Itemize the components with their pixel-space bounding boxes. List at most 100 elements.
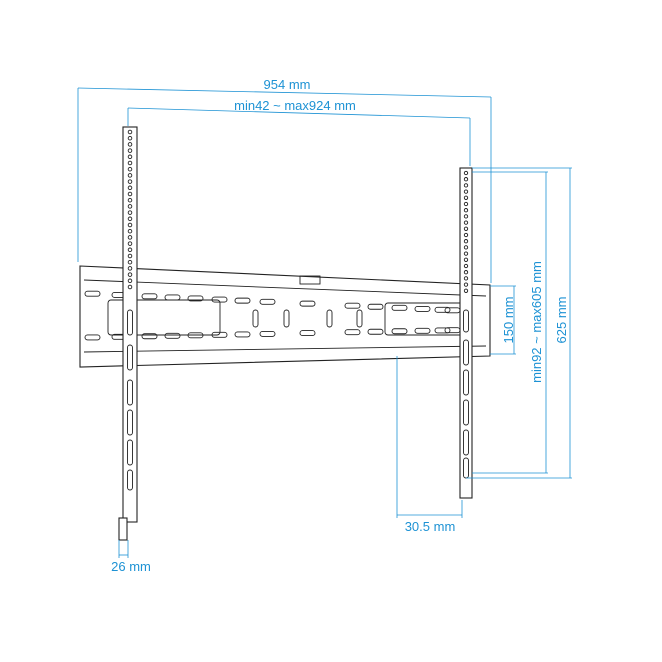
plate-slot (391, 304, 408, 311)
right-arm (459, 167, 473, 499)
mount-hole (463, 208, 469, 213)
wall-plate (79, 265, 491, 368)
arm-slot (127, 409, 133, 436)
mount-hole (127, 204, 133, 209)
plate-slot (211, 331, 228, 338)
vertical-range-label: min92 ~ max605 mm (529, 261, 544, 383)
mount-hole (463, 232, 469, 238)
mount-hole (463, 239, 469, 244)
plate-slot (234, 297, 251, 304)
plate-slot (187, 332, 204, 339)
mount-hole (127, 129, 133, 135)
plate-slot (367, 328, 384, 335)
mount-hole (463, 183, 469, 188)
mount-hole (127, 222, 133, 228)
vesa-slot (283, 309, 290, 328)
mount-hole (127, 228, 133, 234)
wall-depth-label: 30.5 mm (405, 519, 456, 534)
mount-hole (127, 160, 133, 166)
mount-hole (127, 278, 133, 284)
plate-slot (344, 302, 361, 309)
arm-slot (127, 469, 133, 491)
dimension-lines (77, 87, 572, 558)
mount-hole (463, 245, 469, 250)
mount-hole (127, 135, 133, 141)
plate-slot (84, 290, 101, 297)
arm-slot (463, 369, 469, 396)
overall-width-label: 954 mm (264, 77, 311, 92)
plate-slot (414, 327, 431, 334)
vesa-slot (356, 309, 363, 328)
left-arm (118, 126, 138, 541)
mount-hole (127, 173, 133, 178)
plate-slot (164, 294, 181, 301)
plate-slot (434, 327, 451, 334)
plate-slot (299, 300, 316, 307)
mount-hole (463, 201, 469, 207)
mount-hole (127, 142, 133, 147)
arm-slot (127, 439, 133, 466)
plate-slot (141, 293, 158, 300)
arm-slot (463, 399, 469, 426)
plate-slot (299, 330, 316, 337)
mount-hole (463, 276, 469, 281)
plate-slot (187, 295, 204, 302)
mount-hole (463, 270, 469, 275)
arm-slot (127, 344, 133, 371)
mount-hole (127, 235, 133, 240)
mount-hole (463, 263, 469, 269)
mount-hole (463, 288, 469, 293)
mount-hole (127, 272, 133, 277)
mount-hole (127, 179, 133, 184)
mount-hole (463, 220, 469, 225)
plate-slot (434, 306, 451, 313)
mount-hole (463, 189, 469, 194)
plate-slots (84, 290, 461, 341)
vesa-slot (252, 309, 259, 328)
arm-spacing-label: min42 ~ max924 mm (234, 98, 356, 113)
vesa-slot (326, 309, 333, 328)
mount-hole (127, 148, 133, 153)
mount-hole (463, 214, 469, 219)
mount-hole (463, 282, 469, 287)
arm-slot (127, 309, 133, 336)
arm-slot (127, 379, 133, 406)
plate-slot (367, 303, 384, 310)
mount-hole (127, 185, 133, 191)
mount-hole (127, 247, 133, 253)
arm-slot (463, 429, 469, 456)
overall-height-label: 625 mm (554, 297, 569, 344)
mount-hole (127, 266, 133, 271)
mount-hole (127, 191, 133, 197)
plate-slot (259, 298, 276, 305)
mount-hole (127, 197, 133, 203)
mount-hole (127, 241, 133, 246)
plate-slot (414, 305, 431, 312)
mount-hole (463, 195, 469, 200)
mount-hole (463, 177, 469, 182)
plate-slot (234, 331, 251, 338)
mount-hole (127, 210, 133, 215)
plate-slot (211, 296, 228, 303)
mount-hole (463, 251, 469, 256)
mount-hole (127, 284, 133, 290)
arm-slot (463, 309, 469, 333)
mount-hole (127, 216, 133, 222)
plate-slot (84, 334, 101, 341)
mount-hole (463, 170, 469, 176)
mount-hole (127, 253, 133, 259)
plate-slot (141, 333, 158, 340)
mount-hole (127, 166, 133, 172)
arm-width-label: 26 mm (111, 559, 151, 574)
mount-hole (463, 226, 469, 231)
mount-hole (127, 259, 133, 265)
plate-slot (164, 332, 181, 339)
arm-slot (463, 339, 469, 366)
plate-slot (391, 328, 408, 335)
plate-height-label: 150 mm (501, 297, 516, 344)
mount-hole (127, 154, 133, 160)
plate-slot (259, 330, 276, 337)
mount-hole (463, 257, 469, 262)
